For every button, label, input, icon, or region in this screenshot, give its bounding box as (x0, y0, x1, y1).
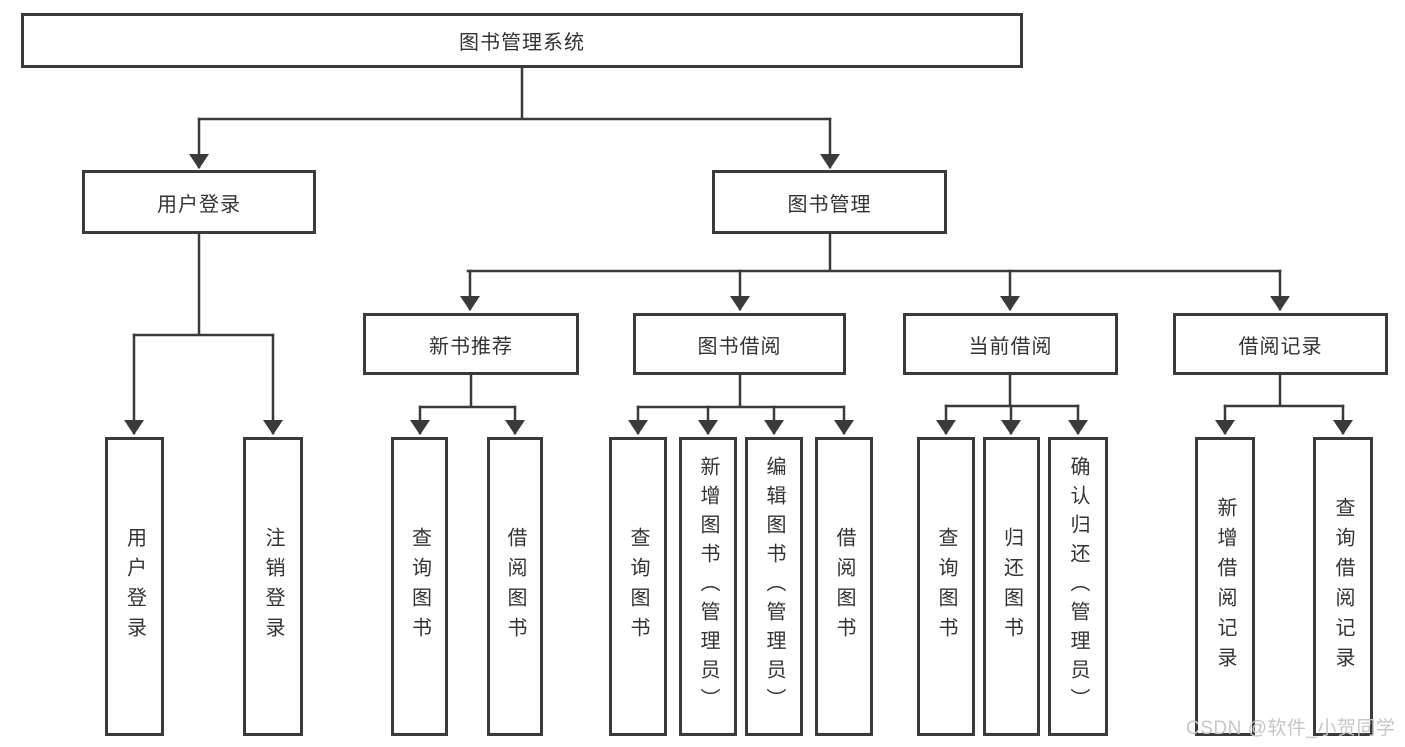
leaf-query-books-recommend-label: 查询图书 (408, 526, 431, 647)
leaf-return-books-label: 归还图书 (1000, 526, 1023, 647)
leaf-edit-books-admin-label: 编辑图书（管理员） (763, 456, 785, 717)
node-library-system-label: 图书管理系统 (459, 32, 585, 54)
connector-root-split (197, 66, 832, 121)
leaf-confirm-return-admin-label: 确认归还（管理员） (1067, 456, 1089, 717)
leaf-query-books-current-label: 查询图书 (935, 526, 957, 647)
node-new-book-recommend: 新书推荐 (363, 313, 579, 375)
node-book-borrowing-label: 图书借阅 (697, 335, 782, 358)
connector-current-borrow-split (944, 373, 1080, 408)
node-user-login-label: 用户登录 (157, 193, 241, 216)
leaf-borrow-books-recommend: 借阅图书 (487, 437, 543, 736)
leaf-add-books-admin-label: 新增图书（管理员） (697, 456, 719, 717)
node-book-management: 图书管理 (712, 170, 947, 234)
leaf-edit-books-admin: 编辑图书（管理员） (745, 437, 803, 736)
connector-borrow-record-split (1223, 373, 1345, 408)
leaf-query-borrow-record-label: 查询借阅记录 (1332, 496, 1354, 677)
node-library-system: 图书管理系统 (21, 13, 1023, 68)
connector-book-borrow-split (636, 373, 846, 409)
node-book-management-label: 图书管理 (787, 193, 872, 216)
leaf-borrow-books-label: 借阅图书 (833, 526, 855, 647)
node-current-borrowing: 当前借阅 (903, 313, 1118, 375)
leaf-confirm-return-admin: 确认归还（管理员） (1048, 437, 1108, 736)
node-borrowing-records-label: 借阅记录 (1238, 335, 1323, 358)
node-user-login: 用户登录 (82, 170, 316, 234)
node-book-borrowing: 图书借阅 (633, 313, 846, 375)
connector-user-login-split (132, 232, 275, 337)
leaf-logout-login-label: 注销登录 (262, 526, 284, 647)
leaf-query-books-borrow: 查询图书 (609, 437, 667, 736)
connector-book-mgmt-split (466, 232, 1282, 273)
leaf-add-books-admin: 新增图书（管理员） (679, 437, 737, 736)
leaf-user-login: 用户登录 (105, 437, 164, 736)
node-new-book-recommend-label: 新书推荐 (429, 335, 513, 358)
leaf-query-books-borrow-label: 查询图书 (627, 526, 649, 647)
leaf-add-borrow-record-label: 新增借阅记录 (1214, 496, 1236, 677)
node-current-borrowing-label: 当前借阅 (968, 335, 1053, 358)
leaf-add-borrow-record: 新增借阅记录 (1195, 437, 1255, 736)
leaf-logout-login: 注销登录 (243, 437, 303, 736)
leaf-query-borrow-record: 查询借阅记录 (1313, 437, 1373, 736)
leaf-borrow-books-recommend-label: 借阅图书 (504, 526, 526, 647)
csdn-watermark: CSDN @软件_小贺同学 (1186, 718, 1396, 739)
leaf-query-books-recommend: 查询图书 (391, 437, 448, 736)
leaf-borrow-books: 借阅图书 (815, 437, 873, 736)
leaf-return-books: 归还图书 (983, 437, 1040, 736)
connector-new-book-split (418, 373, 517, 409)
node-borrowing-records: 借阅记录 (1173, 313, 1388, 375)
leaf-query-books-current: 查询图书 (917, 437, 975, 736)
leaf-user-login-label: 用户登录 (123, 526, 146, 647)
